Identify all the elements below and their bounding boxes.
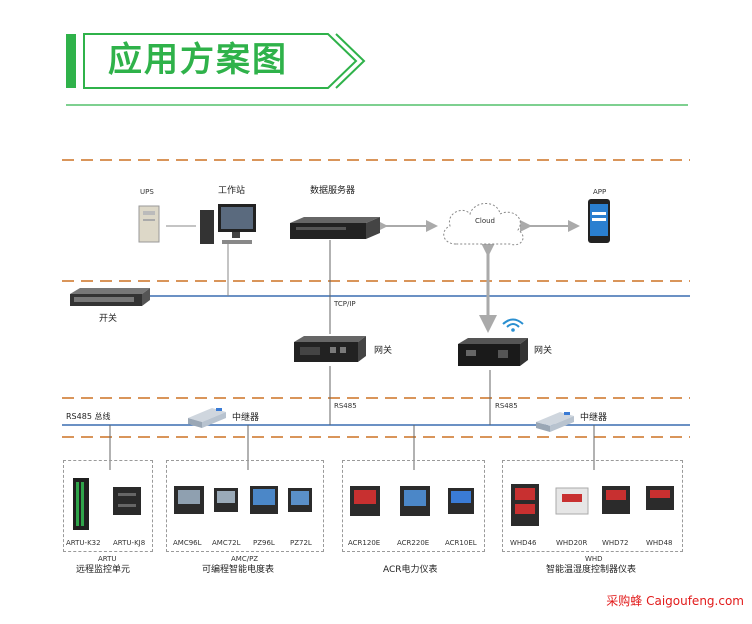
gateway-right-label: 网关 bbox=[534, 346, 553, 356]
server-icon bbox=[290, 217, 380, 239]
pz96l-icon bbox=[250, 486, 278, 514]
acr10el-icon bbox=[448, 488, 474, 514]
ups-label: UPS bbox=[140, 188, 154, 196]
device-group-amc-pz bbox=[166, 460, 324, 552]
device-label: PZ96L bbox=[253, 539, 275, 547]
device-group-acr bbox=[342, 460, 485, 552]
rs485-left-label: RS485 bbox=[334, 402, 357, 410]
device-group-whd bbox=[502, 460, 683, 552]
cloud-icon bbox=[443, 203, 524, 246]
title-banner bbox=[66, 33, 366, 89]
device-label: WHD20R bbox=[556, 539, 588, 547]
acr120e-icon bbox=[350, 486, 380, 516]
device-label: WHD72 bbox=[602, 539, 629, 547]
wifi-icon bbox=[502, 318, 524, 332]
amc96l-icon bbox=[174, 486, 204, 514]
repeater-right-label: 中继器 bbox=[580, 413, 608, 423]
device-label: ACR120E bbox=[348, 539, 381, 547]
device-group-artu bbox=[63, 460, 153, 552]
repeater-left-icon bbox=[188, 408, 226, 428]
pz72l-icon bbox=[288, 488, 312, 512]
whd48-icon bbox=[646, 486, 674, 510]
rs485-right-label: RS485 bbox=[495, 402, 518, 410]
tcpip-label: TCP/IP bbox=[334, 300, 356, 308]
ups-icon bbox=[138, 205, 160, 243]
gateway-left-icon bbox=[294, 336, 366, 362]
device-label: ACR10EL bbox=[445, 539, 477, 547]
acr220e-icon bbox=[400, 486, 430, 516]
group-series: ARTU bbox=[98, 555, 117, 563]
page-title: 应用方案图 bbox=[108, 40, 288, 80]
app-label: APP bbox=[593, 188, 607, 196]
whd72-icon bbox=[602, 486, 630, 514]
artu-k32-icon bbox=[73, 478, 89, 530]
repeater-left-label: 中继器 bbox=[232, 413, 260, 423]
rs485-bus-label: RS485 总线 bbox=[66, 412, 111, 421]
workstation-icon bbox=[200, 204, 256, 244]
device-label: PZ72L bbox=[290, 539, 312, 547]
device-label: ACR220E bbox=[397, 539, 430, 547]
group-series: WHD bbox=[585, 555, 603, 563]
gateway-left-label: 网关 bbox=[374, 346, 393, 356]
gateway-right-icon bbox=[458, 338, 528, 366]
device-label: WHD46 bbox=[510, 539, 537, 547]
workstation-label: 工作站 bbox=[218, 186, 246, 196]
device-label: ARTU-KJ8 bbox=[113, 539, 146, 547]
group-name: 智能温湿度控制器仪表 bbox=[546, 565, 637, 575]
artu-kj8-icon bbox=[113, 487, 141, 515]
title-divider bbox=[66, 104, 688, 106]
whd46-icon bbox=[511, 484, 539, 526]
group-name: 远程监控单元 bbox=[76, 565, 131, 575]
phone-icon bbox=[588, 199, 610, 243]
whd20r-icon bbox=[555, 487, 589, 515]
switch-icon bbox=[70, 288, 150, 306]
cloud-label: Cloud bbox=[475, 217, 495, 225]
repeater-right-icon bbox=[536, 412, 574, 432]
group-name: ACR电力仪表 bbox=[383, 565, 438, 575]
group-name: 可编程智能电度表 bbox=[202, 565, 275, 575]
device-label: AMC96L bbox=[173, 539, 202, 547]
device-label: WHD48 bbox=[646, 539, 673, 547]
device-label: AMC72L bbox=[212, 539, 241, 547]
device-label: ARTU-K32 bbox=[66, 539, 101, 547]
server-label: 数据服务器 bbox=[310, 186, 356, 196]
amc72l-icon bbox=[214, 488, 238, 512]
group-series: AMC/PZ bbox=[231, 555, 259, 563]
switch-label: 开关 bbox=[99, 314, 118, 324]
watermark: 采购蜂 Caigoufeng.com bbox=[606, 594, 744, 608]
